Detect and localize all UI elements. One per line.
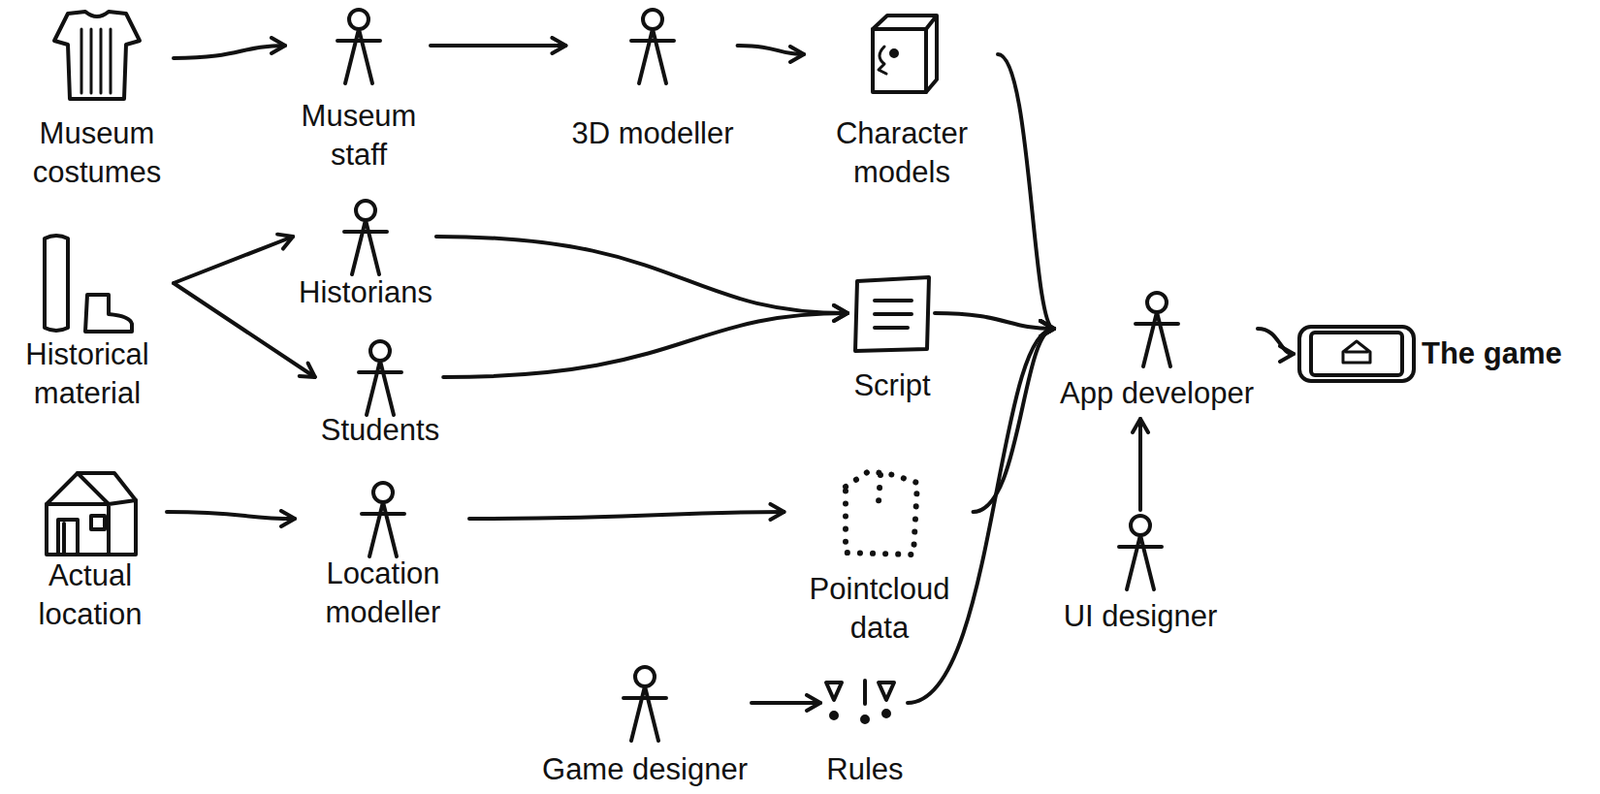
- person-figure: [631, 9, 674, 84]
- node-label: 3D modeller: [571, 114, 734, 154]
- icon-space: [853, 275, 931, 367]
- flow-arrow: [973, 328, 1056, 512]
- diagram-node: Museum costumes: [24, 9, 170, 192]
- person-figure: [623, 667, 667, 741]
- costume-icon: [54, 11, 140, 99]
- diagram-node: Script: [853, 275, 931, 406]
- artifact-icon: [44, 235, 132, 332]
- person-figure: [361, 482, 405, 557]
- node-label: Pointcloud data: [790, 570, 970, 648]
- icon-space: [41, 234, 134, 336]
- flow-arrow: [173, 236, 293, 284]
- diagram-node: Location modeller: [300, 480, 466, 633]
- pointcloud-icon: [845, 471, 918, 555]
- node-label: Historical material: [4, 335, 170, 414]
- node-label: Game designer: [542, 750, 748, 790]
- house-icon: [46, 473, 136, 555]
- person-figure: [1119, 515, 1162, 590]
- diagram-node: Students: [320, 339, 440, 450]
- icon-space: [53, 9, 141, 115]
- diagram-node: Character models: [809, 14, 994, 192]
- flow-arrow: [430, 43, 566, 48]
- node-label: UI designer: [1063, 597, 1218, 637]
- person-figure: [1135, 292, 1179, 367]
- node-label: The game: [1421, 334, 1563, 374]
- person-figure: [358, 341, 402, 416]
- flow-arrow: [173, 283, 316, 378]
- icon-space: [44, 469, 137, 557]
- node-label: Script: [853, 366, 930, 406]
- diagram-node: 3D modeller: [571, 7, 734, 154]
- icon-space: [840, 469, 919, 571]
- diagram-node: App developer: [1059, 290, 1254, 414]
- node-label: Historians: [298, 273, 433, 313]
- diagram-node: Pointcloud data: [790, 469, 970, 648]
- icon-space: [1132, 290, 1182, 375]
- icon-space: [341, 198, 390, 274]
- flow-arrow: [443, 313, 848, 378]
- icon-space: [334, 7, 384, 97]
- diagram-node: Rules: [826, 678, 904, 790]
- icon-space: [628, 7, 677, 115]
- flow-arrow: [997, 54, 1055, 329]
- icon-space: [620, 665, 670, 751]
- icon-space: [355, 339, 405, 412]
- flow-arrow: [173, 45, 286, 59]
- person-figure: [344, 200, 387, 275]
- icon-space: [358, 480, 408, 555]
- node-label: Museum costumes: [24, 114, 170, 192]
- flow-arrow: [469, 512, 785, 519]
- diagram-node: UI designer: [1063, 513, 1218, 637]
- icon-space: [1116, 513, 1165, 598]
- flow-arrow: [737, 45, 804, 55]
- flow-arrow: [166, 512, 295, 519]
- node-label: Actual location: [17, 556, 163, 635]
- node-label: Rules: [826, 750, 903, 790]
- icon-space: [826, 678, 904, 751]
- rules-icon: [826, 680, 895, 723]
- diagram-node: Historical material: [4, 234, 170, 414]
- person-figure: [337, 9, 381, 84]
- diagram-node: Game designer: [542, 665, 748, 790]
- diagram-node: Actual location: [17, 469, 163, 635]
- flow-arrow: [1257, 328, 1294, 354]
- flow-arrow: [436, 236, 848, 314]
- diagram-node: The game: [1299, 326, 1563, 382]
- node-label: Character models: [809, 114, 994, 192]
- flow-arrow: [1138, 418, 1143, 511]
- model-box-icon: [872, 15, 937, 93]
- tablet-icon: [1299, 326, 1414, 382]
- icon-space: [1299, 326, 1422, 382]
- flow-arrow: [934, 313, 1055, 329]
- diagram-node: Historians: [298, 198, 433, 313]
- flow-arrow: [751, 701, 821, 705]
- node-label: Museum staff: [290, 96, 427, 175]
- diagram-node: Museum staff: [290, 7, 427, 175]
- node-label: Location modeller: [300, 554, 466, 633]
- node-label: Students: [320, 411, 440, 450]
- script-icon: [855, 277, 929, 352]
- icon-space: [867, 14, 936, 115]
- node-label: App developer: [1059, 374, 1254, 414]
